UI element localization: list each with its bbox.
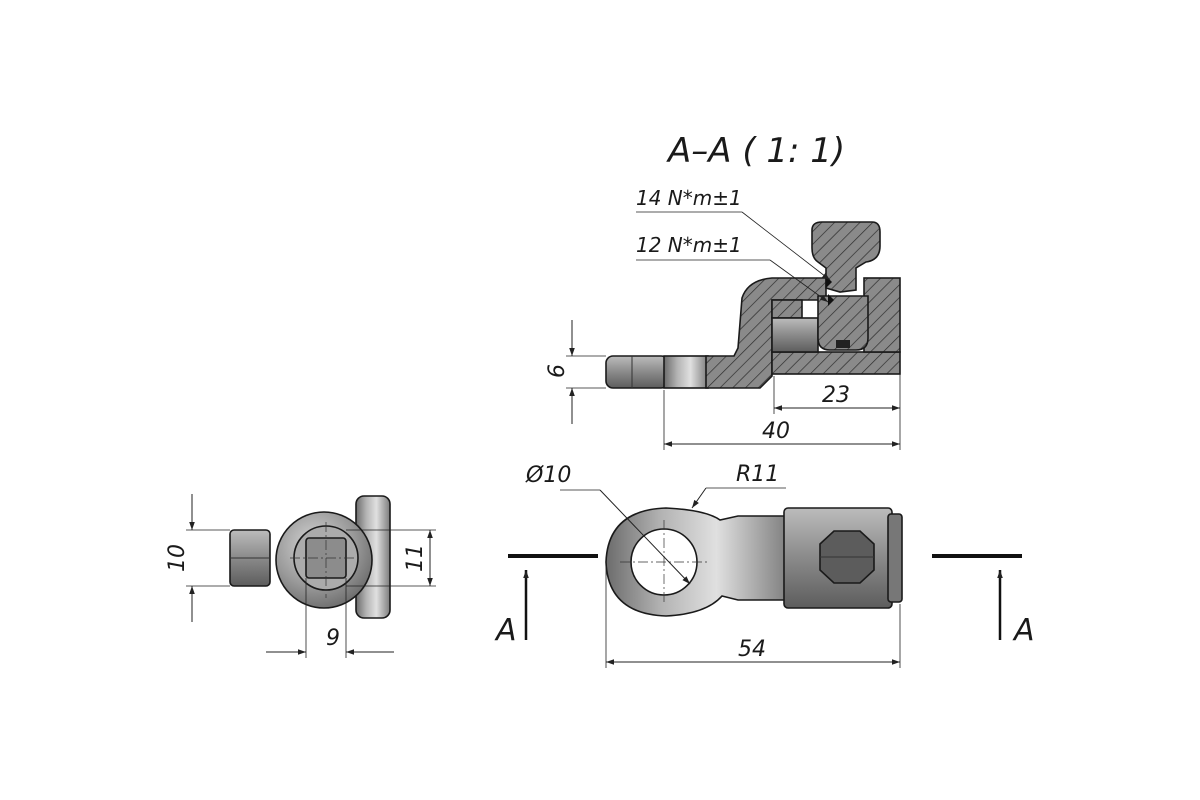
dim-side-width-height: 11: [403, 544, 428, 572]
dim-side-width: 9: [326, 626, 340, 651]
dim-total-length: 54: [738, 637, 766, 662]
cable-bore: [771, 317, 819, 353]
lug-tongue: [605, 355, 669, 389]
section-mark-left: A: [494, 613, 517, 648]
section-mark-right: A: [1012, 613, 1035, 648]
torque-upper-label: 14 N*m±1: [636, 186, 742, 210]
section-title: A–A ( 1: 1): [666, 131, 845, 171]
section-view: A–A ( 1: 1) 14 N*m±1 12 N*m±1 6: [545, 131, 901, 450]
dim-hole-diameter: Ø10: [525, 463, 571, 488]
lug-ring-section: [663, 355, 709, 389]
side-view: 10 11 9: [165, 494, 436, 658]
dim-radius: R11: [736, 462, 779, 487]
barrel-end: [863, 277, 901, 353]
dim-side-height: 10: [165, 544, 190, 572]
top-view: A A Ø10 R11 54: [494, 462, 1035, 668]
barrel-lower-wall: [771, 351, 901, 375]
shear-screw-body: [817, 295, 869, 351]
torque-lower-label: 12 N*m±1: [636, 233, 742, 257]
dim-thickness: 6: [545, 364, 570, 378]
dim-section-length: 40: [762, 419, 790, 444]
dim-screw-offset: 23: [822, 383, 850, 408]
